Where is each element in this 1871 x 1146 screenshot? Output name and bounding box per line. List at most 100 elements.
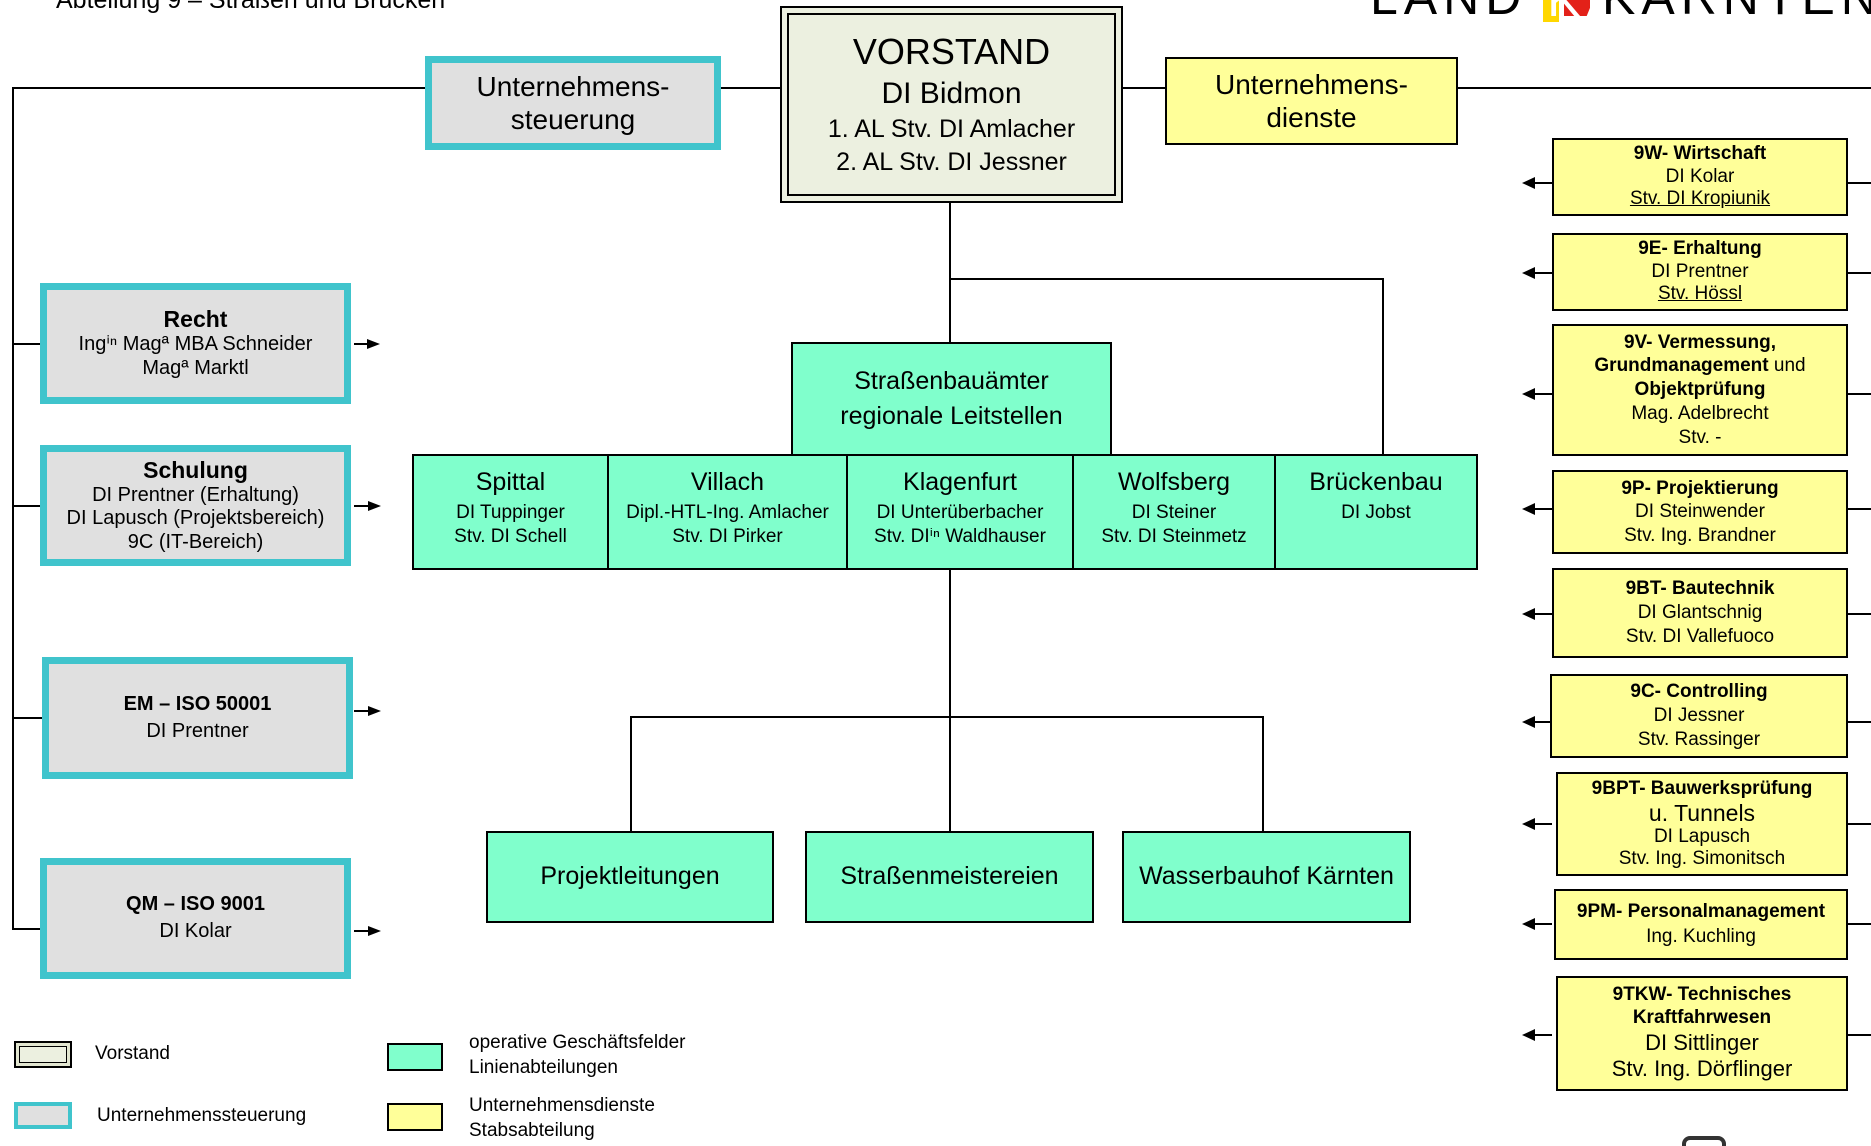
arrow-left-icon	[1522, 716, 1535, 728]
logo-mark-red	[1564, 0, 1590, 16]
connector-line	[12, 505, 44, 507]
strassenbauaemter-line2: regionale Leitstellen	[840, 402, 1063, 430]
connector-line	[1846, 823, 1871, 825]
connector-line	[1846, 393, 1871, 395]
connector-line	[630, 716, 632, 831]
vorstand-head: DI Bidmon	[881, 76, 1022, 110]
vorstand-box: VORSTAND DI Bidmon 1. AL Stv. DI Amlache…	[780, 6, 1123, 203]
dienst-line: Stv. Ing. Brandner	[1624, 524, 1776, 546]
dienst-title: 9PM- Personalmanagement	[1576, 900, 1826, 922]
dienst-line: Objektprüfung	[1634, 379, 1766, 401]
dienst-line: Kraftfahrwesen	[1632, 1007, 1772, 1029]
dienst-line: Ing. Kuchling	[1646, 925, 1756, 947]
strassenbauaemter-box: Straßenbauämter regionale Leitstellen	[791, 342, 1112, 456]
connector-line	[12, 87, 428, 89]
connector-line	[12, 87, 14, 930]
vorstand-title: VORSTAND	[852, 31, 1051, 73]
legend-label-operative: operative Geschäftsfelder Linienabteilun…	[469, 1031, 686, 1080]
region-line: Stv. DI Pirker	[672, 525, 783, 547]
logo-mark-yellow	[1543, 0, 1559, 22]
region-line: DI Unterüberbacher	[876, 501, 1044, 523]
region-spittal: Spittal DI Tuppinger Stv. DI Schell	[412, 454, 609, 570]
legend-label-dienste: Unternehmensdienste Stabsabteilung	[469, 1094, 655, 1143]
connector-line	[949, 278, 1384, 280]
legend-label-operative-line1: operative Geschäftsfelder	[469, 1032, 686, 1053]
dienst-title: 9TKW- Technisches	[1612, 984, 1792, 1006]
arrow-left-icon	[1522, 818, 1535, 830]
connector-line	[1534, 182, 1552, 184]
dienst-9bpt-bauwerkspruefung: 9BPT- Bauwerksprüfung u. Tunnels DI Lapu…	[1556, 772, 1848, 876]
steuerung-unit-line: DI Kolar	[159, 920, 232, 942]
arrow-left-icon	[1522, 177, 1535, 189]
legend-label-operative-line2: Linienabteilungen	[469, 1056, 618, 1078]
region-name: Villach	[690, 468, 765, 496]
steuerung-unit-line: DI Lapusch (Projektsbereich)	[66, 507, 325, 530]
dienst-line: Stv. Rassinger	[1637, 728, 1761, 750]
legend-label-steuerung: Unternehmenssteuerung	[97, 1105, 307, 1126]
arrow-left-icon	[1522, 608, 1535, 620]
dienst-title: 9E- Erhaltung	[1638, 237, 1762, 259]
steuerung-unit-title: QM – ISO 9001	[126, 893, 265, 916]
connector-line	[1534, 721, 1552, 723]
logo: LAND KÄRNTEN LAND KÄRNTEN	[1370, 0, 1871, 27]
dienst-line: DI Prentner	[1651, 260, 1749, 282]
unit-projektleitungen: Projektleitungen	[486, 831, 774, 923]
steuerung-unit-line: DI Prentner	[146, 719, 249, 742]
arrow-left-icon	[1522, 267, 1535, 279]
connector-line	[1534, 393, 1552, 395]
dienst-line: DI Lapusch	[1653, 826, 1751, 848]
connector-line	[354, 505, 371, 507]
connector-line	[949, 569, 951, 831]
region-line: DI Jobst	[1341, 501, 1411, 523]
steuerung-unit-title: EM – ISO 50001	[123, 692, 272, 715]
steuerung-unit-line: Magª Marktl	[142, 357, 249, 380]
connector-line	[1534, 823, 1552, 825]
dienst-9p-projektierung: 9P- Projektierung DI Steinwender Stv. In…	[1552, 470, 1848, 554]
unit-label: Straßenmeistereien	[840, 862, 1059, 891]
arrow-left-icon	[1522, 388, 1535, 400]
connector-line	[1382, 278, 1384, 455]
dienst-line: DI Kolar	[1665, 165, 1735, 187]
logo-word-land: LAND	[1370, 0, 1527, 26]
vorstand-inner-border	[787, 13, 1116, 196]
region-line: DI Tuppinger	[456, 501, 565, 523]
region-name: Spittal	[475, 468, 546, 496]
connector-line	[1122, 87, 1167, 89]
dienst-title: 9P- Projektierung	[1621, 478, 1779, 500]
dienst-title: 9V- Vermessung,	[1623, 331, 1777, 353]
connector-line	[1534, 508, 1552, 510]
connector-line	[720, 87, 784, 89]
arrow-right-icon	[367, 339, 380, 349]
legend-label-vorstand: Vorstand	[95, 1043, 170, 1064]
unternehmensdienste-box: Unternehmens- dienste	[1165, 57, 1458, 145]
connector-line	[1534, 923, 1552, 925]
connector-line	[1534, 1034, 1552, 1036]
steuerung-unit-line: DI Prentner (Erhaltung)	[92, 483, 299, 506]
dienst-title: 9BT- Bautechnik	[1625, 578, 1775, 600]
connector-line	[1262, 716, 1264, 831]
unternehmensdienste-line1: Unternehmens-	[1215, 68, 1408, 100]
region-brueckenbau: Brückenbau DI Jobst	[1274, 454, 1478, 570]
steuerung-unit-recht: Recht Ingⁱⁿ Magª MBA Schneider Magª Mark…	[40, 283, 351, 404]
arrow-right-icon	[368, 706, 381, 716]
arrow-right-icon	[368, 501, 381, 511]
dienst-line: Stv. DI Kropiunik	[1629, 188, 1771, 210]
unternehmenssteuerung-line2: steuerung	[510, 104, 636, 135]
steuerung-unit-schulung: Schulung DI Prentner (Erhaltung) DI Lapu…	[40, 445, 351, 566]
unternehmenssteuerung-line1: Unternehmens-	[476, 70, 670, 102]
dienst-9v-vermessung: 9V- Vermessung, Grundmanagement und Obje…	[1552, 324, 1848, 456]
region-line: DI Steiner	[1131, 501, 1217, 523]
connector-line	[354, 930, 371, 932]
region-villach: Villach Dipl.-HTL-Ing. Amlacher Stv. DI …	[607, 454, 848, 570]
connector-line	[1846, 272, 1871, 274]
connector-line	[630, 716, 1264, 718]
arrow-right-icon	[368, 926, 381, 936]
region-line: Stv. DI Schell	[454, 525, 567, 547]
dienst-9bt-bautechnik: 9BT- Bautechnik DI Glantschnig Stv. DI V…	[1552, 568, 1848, 658]
dienst-line: DI Glantschnig	[1637, 602, 1763, 624]
region-line: Dipl.-HTL-Ing. Amlacher	[626, 501, 829, 523]
legend-swatch-steuerung	[14, 1102, 72, 1129]
unit-strassenmeistereien: Straßenmeistereien	[805, 831, 1094, 923]
dienst-line: Stv. Ing. Simonitsch	[1618, 848, 1786, 870]
steuerung-unit-qm-iso: QM – ISO 9001 DI Kolar	[40, 858, 351, 979]
